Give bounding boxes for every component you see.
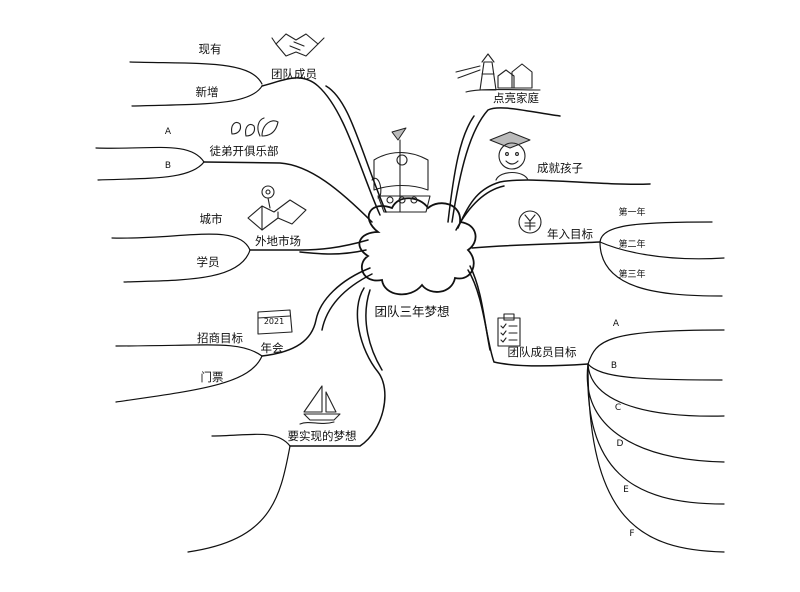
branch-member-goals: 团队成员目标 A B C D E F xyxy=(467,265,725,553)
branch-light-family-label: 点亮家庭 xyxy=(493,91,539,105)
leaf-year-3: 第三年 xyxy=(618,268,645,280)
leaf-goal-a: A xyxy=(613,319,620,329)
branch-light-family: 点亮家庭 xyxy=(447,53,561,223)
leaf-goal-e: E xyxy=(623,485,629,495)
branch-team-members-label: 团队成员 xyxy=(271,67,317,81)
leaves-icon xyxy=(231,117,279,137)
branch-apprentice-club: 徒弟开俱乐部 A B xyxy=(95,117,373,223)
leaf-goal-b: B xyxy=(611,361,617,371)
graduate-icon xyxy=(489,131,531,181)
branch-member-goals-label: 团队成员目标 xyxy=(508,345,577,359)
leaf-goal-c: C xyxy=(615,403,621,413)
money-icon xyxy=(518,210,542,234)
leaf-city: 城市 xyxy=(200,212,223,226)
handshake-icon xyxy=(271,33,325,57)
leaf-existing: 现有 xyxy=(199,42,222,56)
leaf-a: A xyxy=(165,127,172,137)
branch-external-market: 外地市场 城市 学员 xyxy=(111,185,369,283)
leaf-goal-f: F xyxy=(629,529,634,539)
branch-achieve-children-label: 成就孩子 xyxy=(537,161,583,175)
lighthouse-house-icon xyxy=(455,53,541,93)
branch-dreams-label: 要实现的梦想 xyxy=(288,429,357,443)
branch-annual-income: 年入目标 第一年 第二年 第三年 xyxy=(471,206,725,297)
leaf-investment-goal: 招商目标 xyxy=(197,331,243,345)
branch-apprentice-club-label: 徒弟开俱乐部 xyxy=(210,144,279,158)
calendar-year: 2021 xyxy=(264,317,284,326)
branch-dreams: 要实现的梦想 xyxy=(187,287,386,553)
leaf-new: 新增 xyxy=(196,85,219,99)
branch-achieve-children: 成就孩子 xyxy=(455,131,651,231)
branch-annual-meeting-label: 年会 xyxy=(261,341,284,355)
branch-annual-meeting: 年会 招商目标 门票 2021 xyxy=(115,267,373,403)
map-icon xyxy=(247,185,307,231)
leaf-b: B xyxy=(165,161,171,171)
branch-external-market-label: 外地市场 xyxy=(255,234,301,248)
branch-team-members: 团队成员 现有 新增 xyxy=(129,33,387,216)
calendar-icon: 2021 xyxy=(257,309,293,335)
leaf-goal-d: D xyxy=(617,439,624,449)
center-topic: 团队三年梦想 xyxy=(374,304,449,319)
branch-annual-income-label: 年入目标 xyxy=(547,227,593,241)
leaf-students: 学员 xyxy=(197,255,220,269)
pirate-ship-icon xyxy=(371,127,431,213)
cloud-icon xyxy=(358,197,477,296)
leaf-year-1: 第一年 xyxy=(618,206,645,218)
checklist-icon xyxy=(497,313,521,347)
sailboat-icon xyxy=(299,385,341,425)
leaf-year-2: 第二年 xyxy=(618,238,645,250)
leaf-tickets: 门票 xyxy=(201,370,224,384)
